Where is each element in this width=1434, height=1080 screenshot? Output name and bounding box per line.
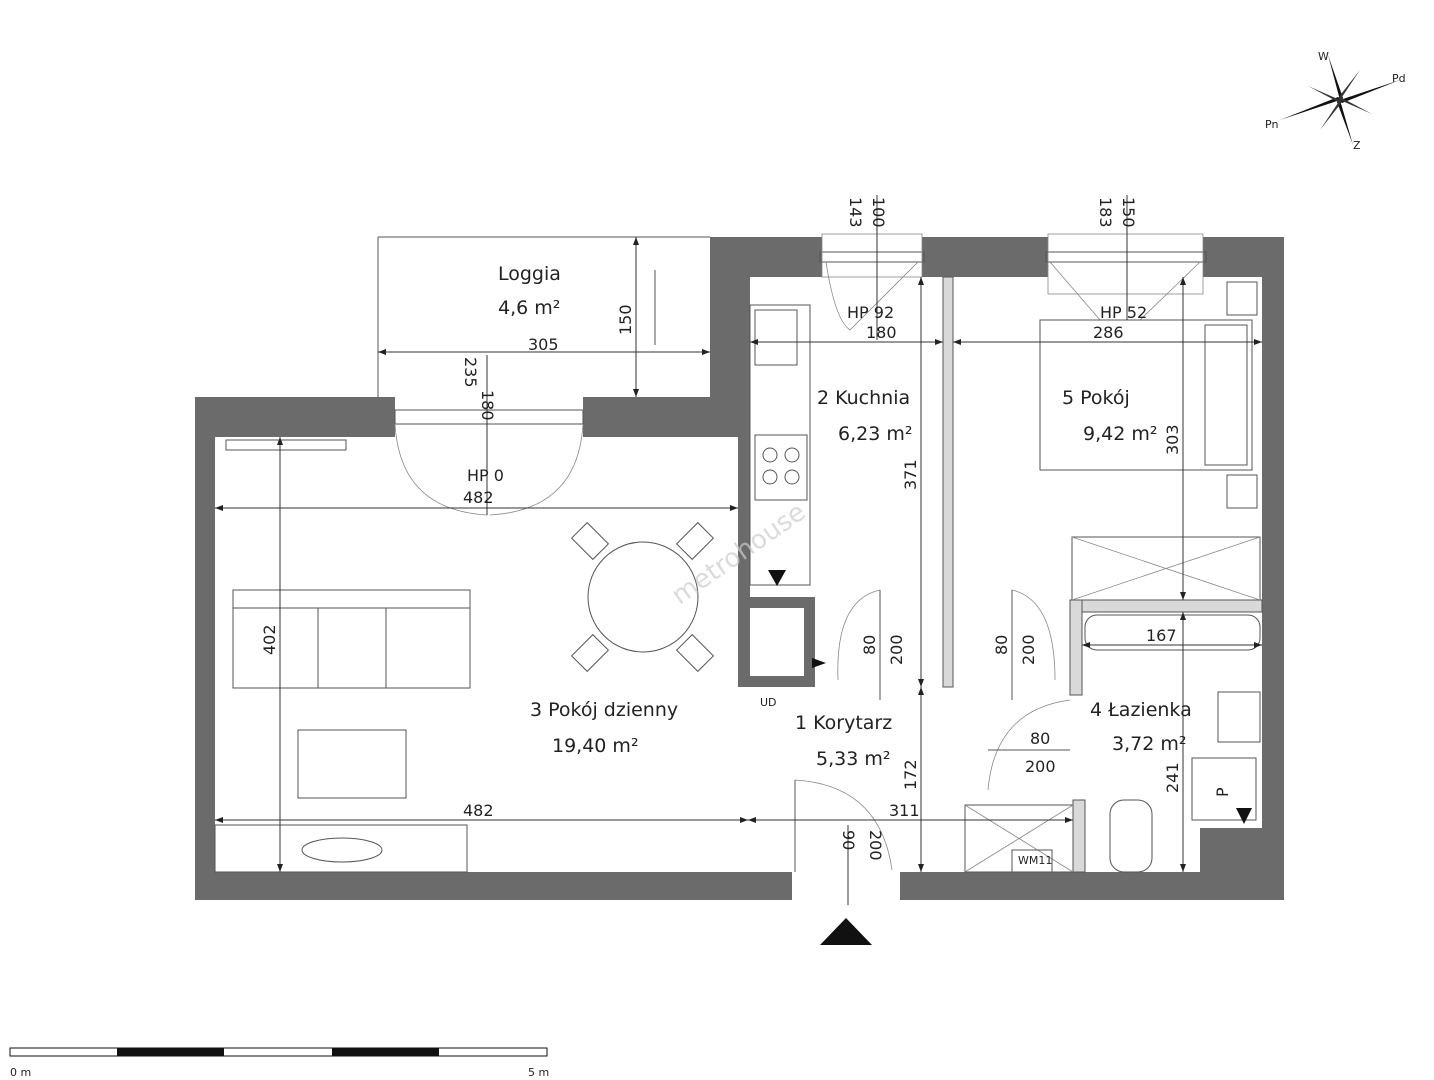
room-name-living: 3 Pokój dzienny xyxy=(530,699,678,721)
compass-west-label: Pn xyxy=(1265,118,1278,131)
boiler-label: P xyxy=(1213,787,1232,797)
loggia: Loggia 4,6 m² xyxy=(377,236,710,397)
room-area-bathroom: 3,72 m² xyxy=(1112,733,1186,755)
door-room5-height: 200 xyxy=(1019,634,1038,665)
door-entrance-height: 200 xyxy=(866,830,885,861)
dim-kitchen-width: 180 xyxy=(866,323,897,342)
doors xyxy=(794,589,1071,945)
room-name-room5: 5 Pokój xyxy=(1062,387,1130,409)
door-entrance-width: 90 xyxy=(839,830,858,850)
compass-rose-icon: W Pd Z Pn xyxy=(1265,50,1406,152)
window-loggia-height: 235 xyxy=(461,357,480,388)
door-kitchen-width: 80 xyxy=(860,635,879,655)
window-room5-width: 150 xyxy=(1119,197,1138,228)
dim-bath-height: 241 xyxy=(1163,762,1182,793)
dim-loggia-height: 150 xyxy=(616,304,635,335)
window-loggia-sill: HP 0 xyxy=(467,466,504,485)
window-kitchen-height: 143 xyxy=(846,197,865,228)
walls xyxy=(195,237,1284,900)
entrance-arrow-icon xyxy=(820,918,872,945)
door-kitchen-height: 200 xyxy=(887,634,906,665)
window-kitchen-sill: HP 92 xyxy=(847,303,894,322)
compass-east-label: Pd xyxy=(1392,72,1406,85)
dim-room5-height: 303 xyxy=(1163,424,1182,455)
dimension-labels: 305 150 482 482 402 180 371 286 303 311 … xyxy=(260,197,1182,861)
room-name-corridor: 1 Korytarz xyxy=(795,712,892,734)
window-kitchen-width: 100 xyxy=(869,197,888,228)
room-name-kitchen: 2 Kuchnia xyxy=(817,387,910,409)
room-area-room5: 9,42 m² xyxy=(1083,423,1157,445)
scale-start-label: 0 m xyxy=(10,1066,31,1079)
door-bathroom-width: 80 xyxy=(1030,729,1050,748)
ud-label: UD xyxy=(760,696,777,709)
furniture: WM11 P UD xyxy=(214,281,1261,873)
dimension-lines xyxy=(215,195,1262,872)
room-name-loggia: Loggia xyxy=(498,263,561,285)
dim-kitchen-height: 371 xyxy=(901,459,920,490)
room-area-living: 19,40 m² xyxy=(552,735,639,757)
compass-south-label: Z xyxy=(1353,139,1361,152)
washing-machine-label: WM11 xyxy=(1018,854,1052,867)
dim-living-width-bottom: 482 xyxy=(463,801,494,820)
dim-bath-width: 167 xyxy=(1146,626,1177,645)
room-labels: 2 Kuchnia 6,23 m² 5 Pokój 9,42 m² 3 Pokó… xyxy=(530,387,1192,770)
dim-corridor-width: 311 xyxy=(889,801,920,820)
room-name-bathroom: 4 Łazienka xyxy=(1090,699,1192,721)
window-room5-sill: HP 52 xyxy=(1100,303,1147,322)
scale-bar: 0 m 5 m xyxy=(9,1047,549,1079)
room-area-loggia: 4,6 m² xyxy=(498,297,560,319)
compass-north-label: W xyxy=(1318,50,1329,63)
windows xyxy=(394,233,1207,516)
dim-loggia-width: 305 xyxy=(528,335,559,354)
dim-living-height: 402 xyxy=(260,624,279,655)
door-bathroom-height: 200 xyxy=(1025,757,1056,776)
ventilation-arrow-icon xyxy=(768,570,786,586)
room-area-kitchen: 6,23 m² xyxy=(838,423,912,445)
dim-corridor-height: 172 xyxy=(901,759,920,790)
door-room5-width: 80 xyxy=(992,635,1011,655)
ventilation-arrow-icon xyxy=(1236,808,1252,824)
window-loggia-width: 180 xyxy=(478,390,497,421)
dim-living-width-top: 482 xyxy=(463,488,494,507)
room-area-corridor: 5,33 m² xyxy=(816,748,890,770)
scale-end-label: 5 m xyxy=(528,1066,549,1079)
dim-room5-width: 286 xyxy=(1093,323,1124,342)
window-room5-height: 183 xyxy=(1096,197,1115,228)
